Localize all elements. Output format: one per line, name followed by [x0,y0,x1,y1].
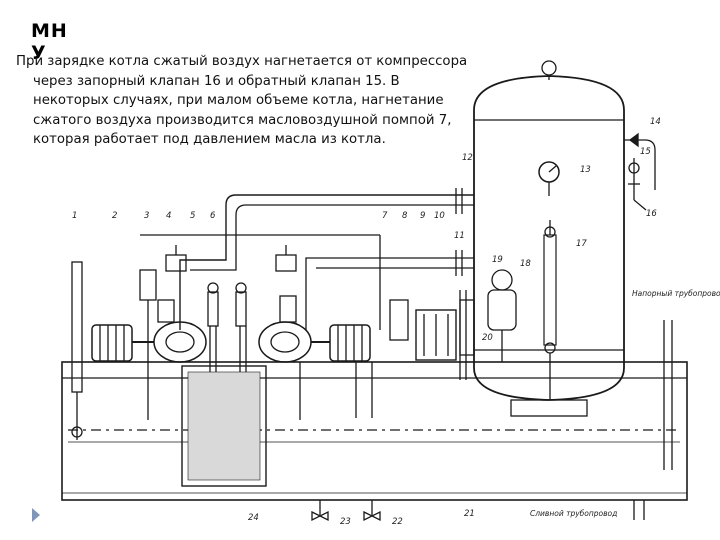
valve-group-14-16 [624,132,656,211]
part-label-12: 12 [462,153,473,163]
part-label-3: 3 [144,211,149,221]
part-label-18: 18 [520,259,531,269]
part-label-9: 9 [420,211,425,221]
oil-air-pump-7 [389,299,475,361]
tank-level-gauge-1 [71,261,83,440]
part-label-23: 23 [340,517,351,527]
pressure-gauge-13 [538,161,560,196]
pump-left [132,282,219,363]
slide-caption: При зарядке котла сжатый воздух нагнетае… [16,54,468,147]
part-label-22: 22 [392,517,403,527]
drain-pipe-label: Сливной трубопровод [530,509,617,518]
part-label-24: 24 [248,513,259,523]
slide-nav-arrow-icon[interactable] [32,508,40,522]
motor-right [329,324,371,362]
part-label-6: 6 [210,211,216,221]
main-pipelines [140,188,474,330]
part-label-10: 10 [434,211,445,221]
part-label-1: 1 [72,211,77,221]
right-pipelines [459,290,673,470]
oil-tank [61,361,688,501]
motor-left [91,324,133,362]
part-label-13: 13 [580,165,591,175]
part-label-4: 4 [166,211,171,221]
part-label-21: 21 [464,509,475,519]
part-label-7: 7 [382,211,388,221]
drain-valves [311,500,645,522]
part-label-19: 19 [492,255,503,265]
part-label-5: 5 [190,211,195,221]
part-label-17: 17 [576,239,587,249]
part-label-16: 16 [646,209,657,219]
annotation-labels: Напорный трубопровод Сливной трубопровод [530,289,720,518]
part-label-2: 2 [112,211,117,221]
part-label-14: 14 [650,117,661,127]
pressure-pipe-label: Напорный трубопровод [632,289,720,298]
pressure-vessel [473,60,625,417]
part-number-labels: 1 2 3 4 5 6 7 8 9 10 11 12 13 14 15 16 1… [72,117,661,527]
filter-24 [181,365,267,487]
level-gauge-17 [543,220,557,400]
part-label-15: 15 [640,147,651,157]
slide-title: МНУ [31,20,68,64]
pump-right [235,282,330,363]
part-label-8: 8 [402,211,408,221]
valve-18-20 [487,269,517,362]
part-label-11: 11 [454,231,465,241]
part-label-20: 20 [482,333,493,343]
